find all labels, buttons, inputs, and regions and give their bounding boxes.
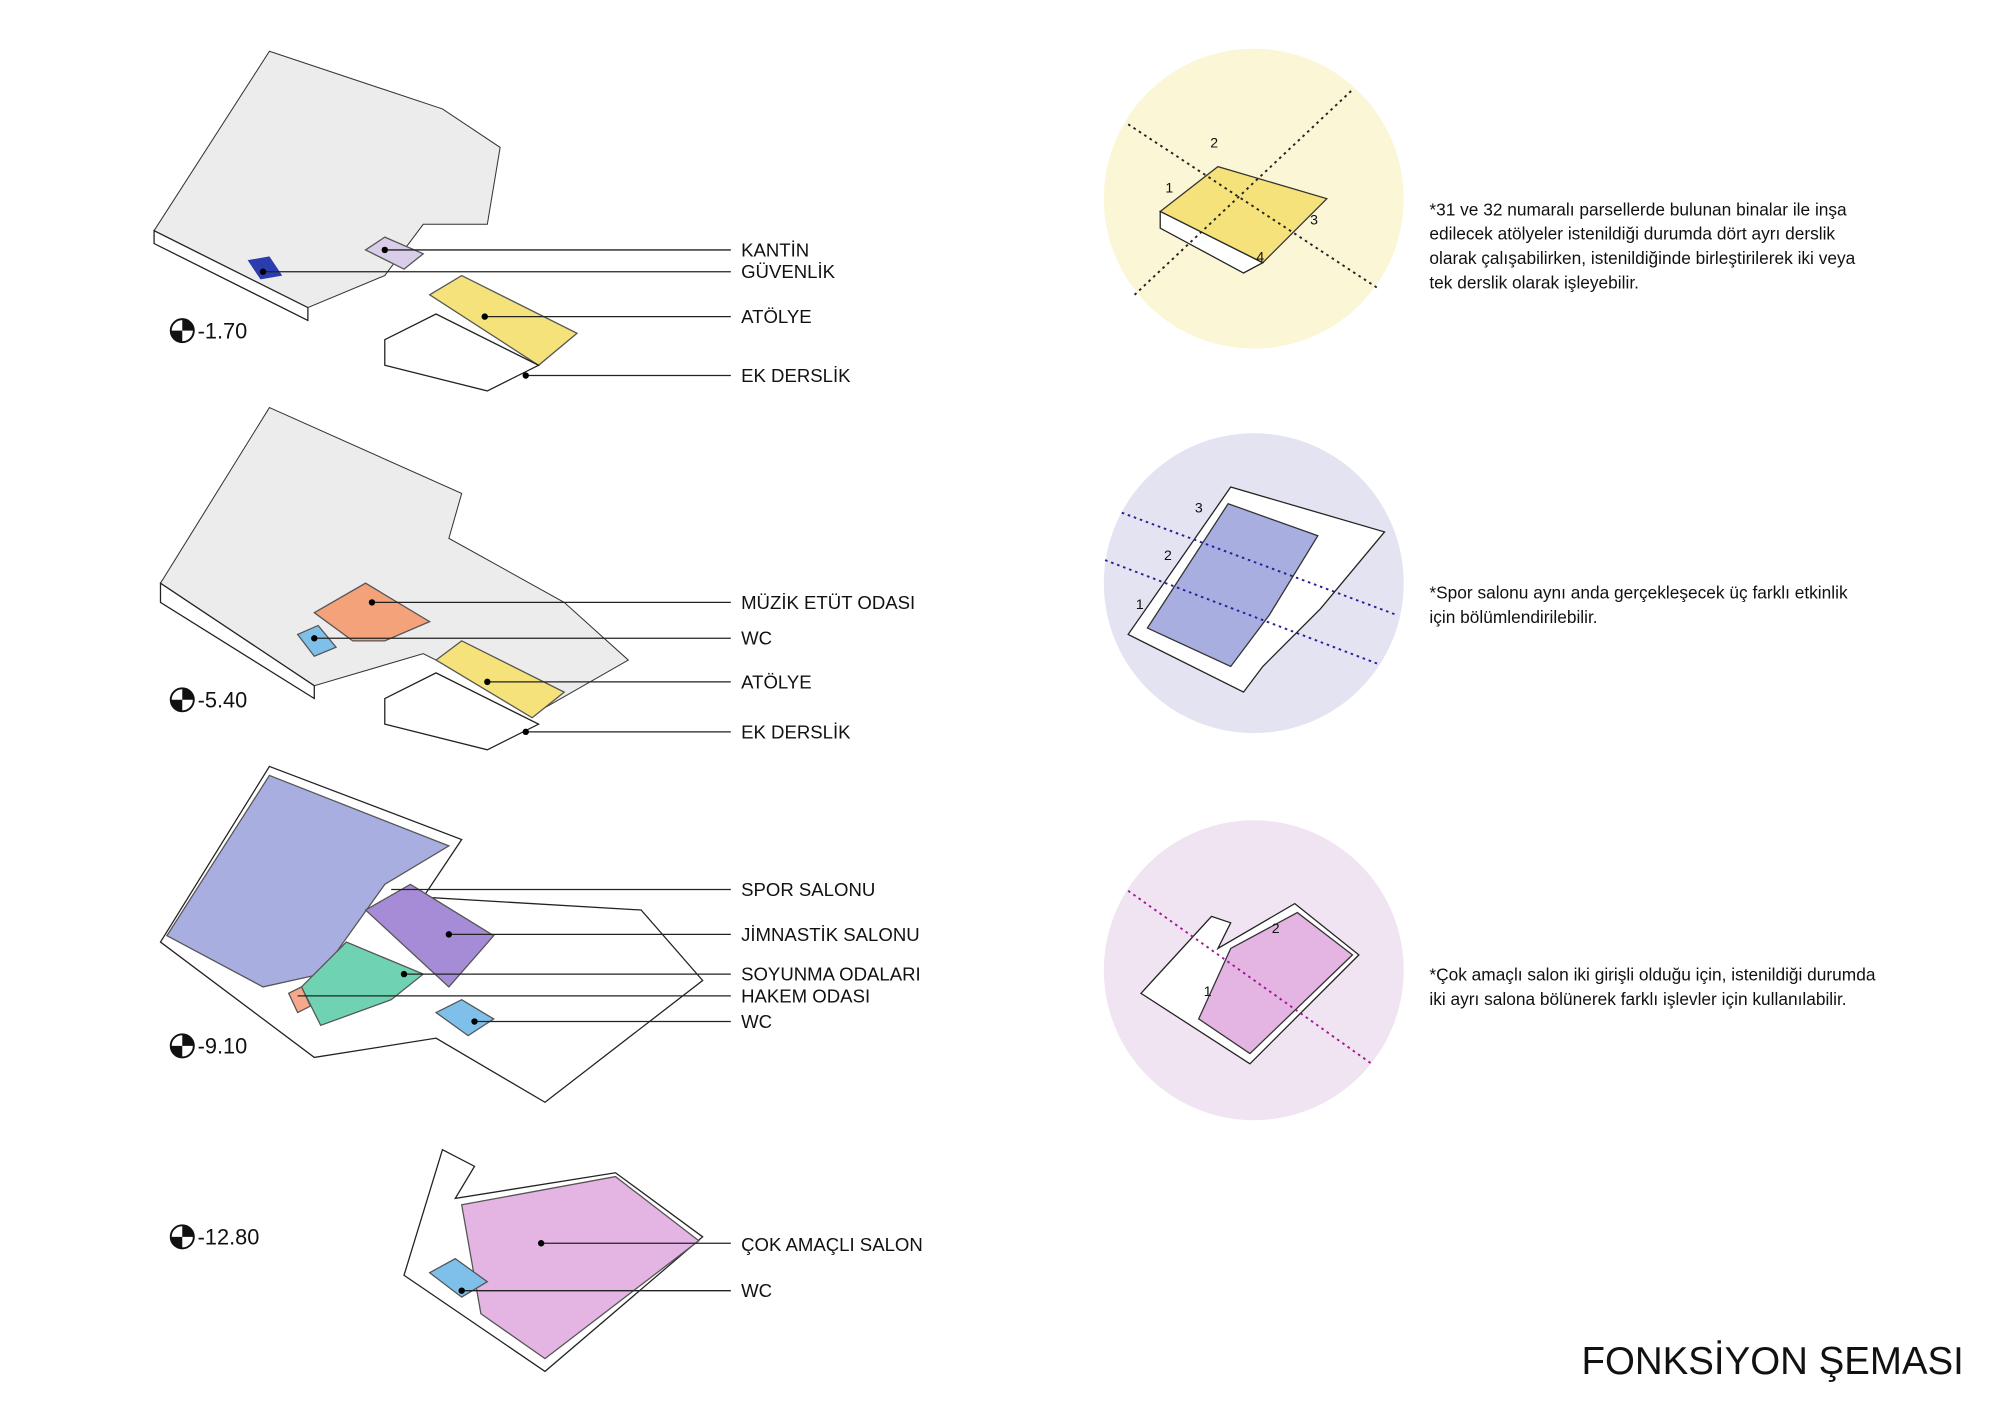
elevation-label: -5.40 [198, 688, 248, 713]
room-label: ATÖLYE [741, 306, 812, 327]
room-label: MÜZİK ETÜT ODASI [741, 592, 915, 613]
note-line: *Spor salonu aynı anda gerçekleşecek üç … [1429, 583, 1848, 603]
level-1-plan: -1.70 KANTİN GÜVENLİK ATÖLYE EK DERSLİK [153, 50, 851, 392]
note-line: iki ayrı salona bölünerek farklı işlevle… [1429, 989, 1846, 1009]
room-label: GÜVENLİK [741, 261, 836, 282]
zone-number: 1 [1136, 596, 1144, 612]
zone-number: 1 [1165, 179, 1173, 195]
level-4-plan: -12.80 ÇOK AMAÇLI SALON WC [169, 1148, 923, 1373]
note-line: edilecek atölyeler istenildiği durumda d… [1429, 224, 1835, 244]
zone-number: 3 [1310, 211, 1318, 227]
room-label: WC [741, 1011, 772, 1032]
room-label: SPOR SALONU [741, 879, 875, 900]
note-line: tek derslik olarak işleyebilir. [1429, 272, 1639, 292]
zone-number: 4 [1256, 248, 1264, 264]
zone-number: 2 [1272, 920, 1280, 936]
note-line: olarak çalışabilirken, istenildiğinde bi… [1429, 248, 1855, 268]
room-label: WC [741, 1280, 772, 1301]
note-line: *31 ve 32 numaralı parsellerde bulunan b… [1429, 199, 1847, 219]
zone-number: 2 [1210, 134, 1218, 150]
spor-division-diagram: 1 2 3 [1103, 433, 1404, 734]
room-label: ATÖLYE [741, 671, 812, 692]
note-line: için bölümlendirilebilir. [1429, 607, 1597, 627]
zone-number: 2 [1164, 547, 1172, 563]
room-label: KANTİN [741, 239, 809, 260]
room-label: SOYUNMA ODALARI [741, 964, 921, 985]
cok-amacli-division-diagram: 1 2 [1103, 820, 1404, 1121]
elevation-label: -9.10 [198, 1034, 248, 1059]
room-label: EK DERSLİK [741, 721, 851, 742]
elevation-label: -12.80 [198, 1225, 260, 1250]
room-label: JİMNASTİK SALONU [741, 924, 920, 945]
room-label: WC [741, 628, 772, 649]
zone-number: 1 [1204, 983, 1212, 999]
page-title: FONKSİYON ŞEMASI [1582, 1340, 1964, 1383]
note-line: *Çok amaçlı salon iki girişli olduğu içi… [1429, 965, 1875, 985]
level-3-plan: -9.10 SPOR SALONU JİMNASTİK SALONU SOYUN… [159, 765, 921, 1104]
atolye-division-diagram: 1 2 3 4 [1103, 48, 1404, 349]
elevation-label: -1.70 [198, 318, 248, 343]
room-label: ÇOK AMAÇLI SALON [741, 1234, 923, 1255]
room-label: HAKEM ODASI [741, 985, 870, 1006]
zone-number: 3 [1195, 500, 1203, 516]
room-label: EK DERSLİK [741, 365, 851, 386]
atolye-note: *31 ve 32 numaralı parsellerde bulunan b… [1429, 199, 1855, 292]
level-2-plan: -5.40 MÜZİK ETÜT ODASI WC ATÖLYE EK DERS… [159, 406, 915, 751]
